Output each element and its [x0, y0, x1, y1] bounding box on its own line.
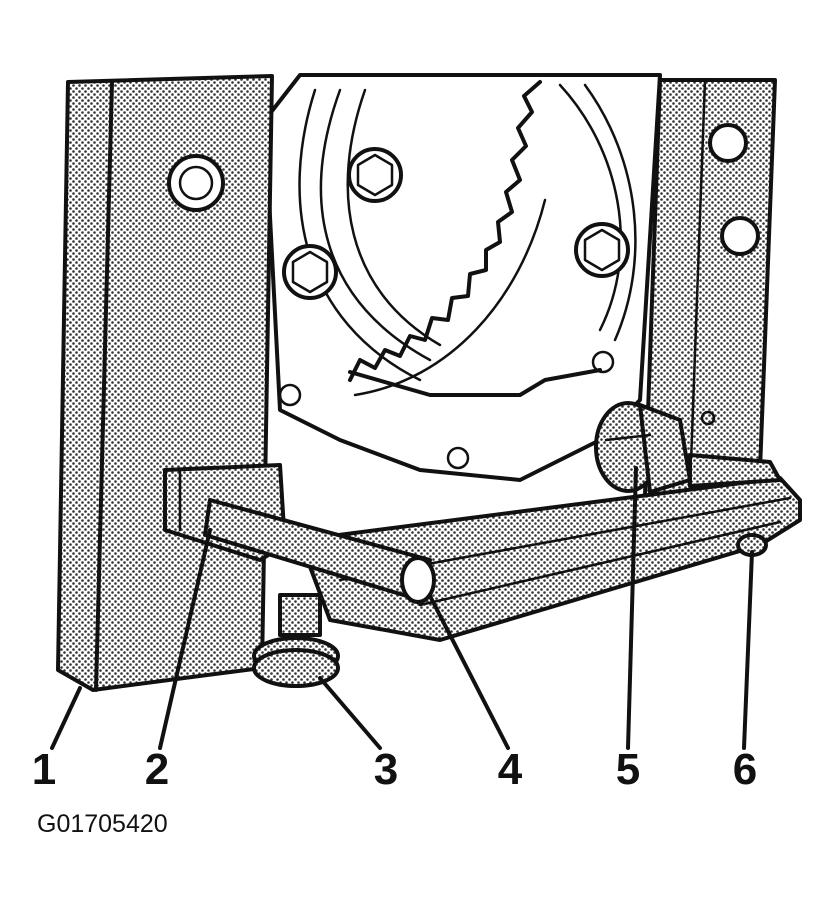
figure-code: G01705420: [37, 810, 168, 838]
engine-block-left: [56, 74, 274, 692]
adjusting-dial: [594, 401, 782, 494]
callout-1: 1: [32, 745, 56, 794]
callout-3: 3: [374, 745, 398, 794]
housing-bolt-left: [282, 244, 338, 300]
leader-lines: [50, 466, 754, 750]
thumb-screw: [252, 593, 340, 688]
callout-6: 6: [733, 745, 757, 794]
callout-4: 4: [498, 745, 523, 794]
flywheel-housing: [263, 73, 662, 482]
callout-5: 5: [616, 745, 640, 794]
housing-bolt-right: [574, 222, 630, 278]
callout-2: 2: [145, 745, 169, 794]
tool-pin: [203, 498, 436, 604]
housing-bolt-top: [347, 147, 403, 203]
